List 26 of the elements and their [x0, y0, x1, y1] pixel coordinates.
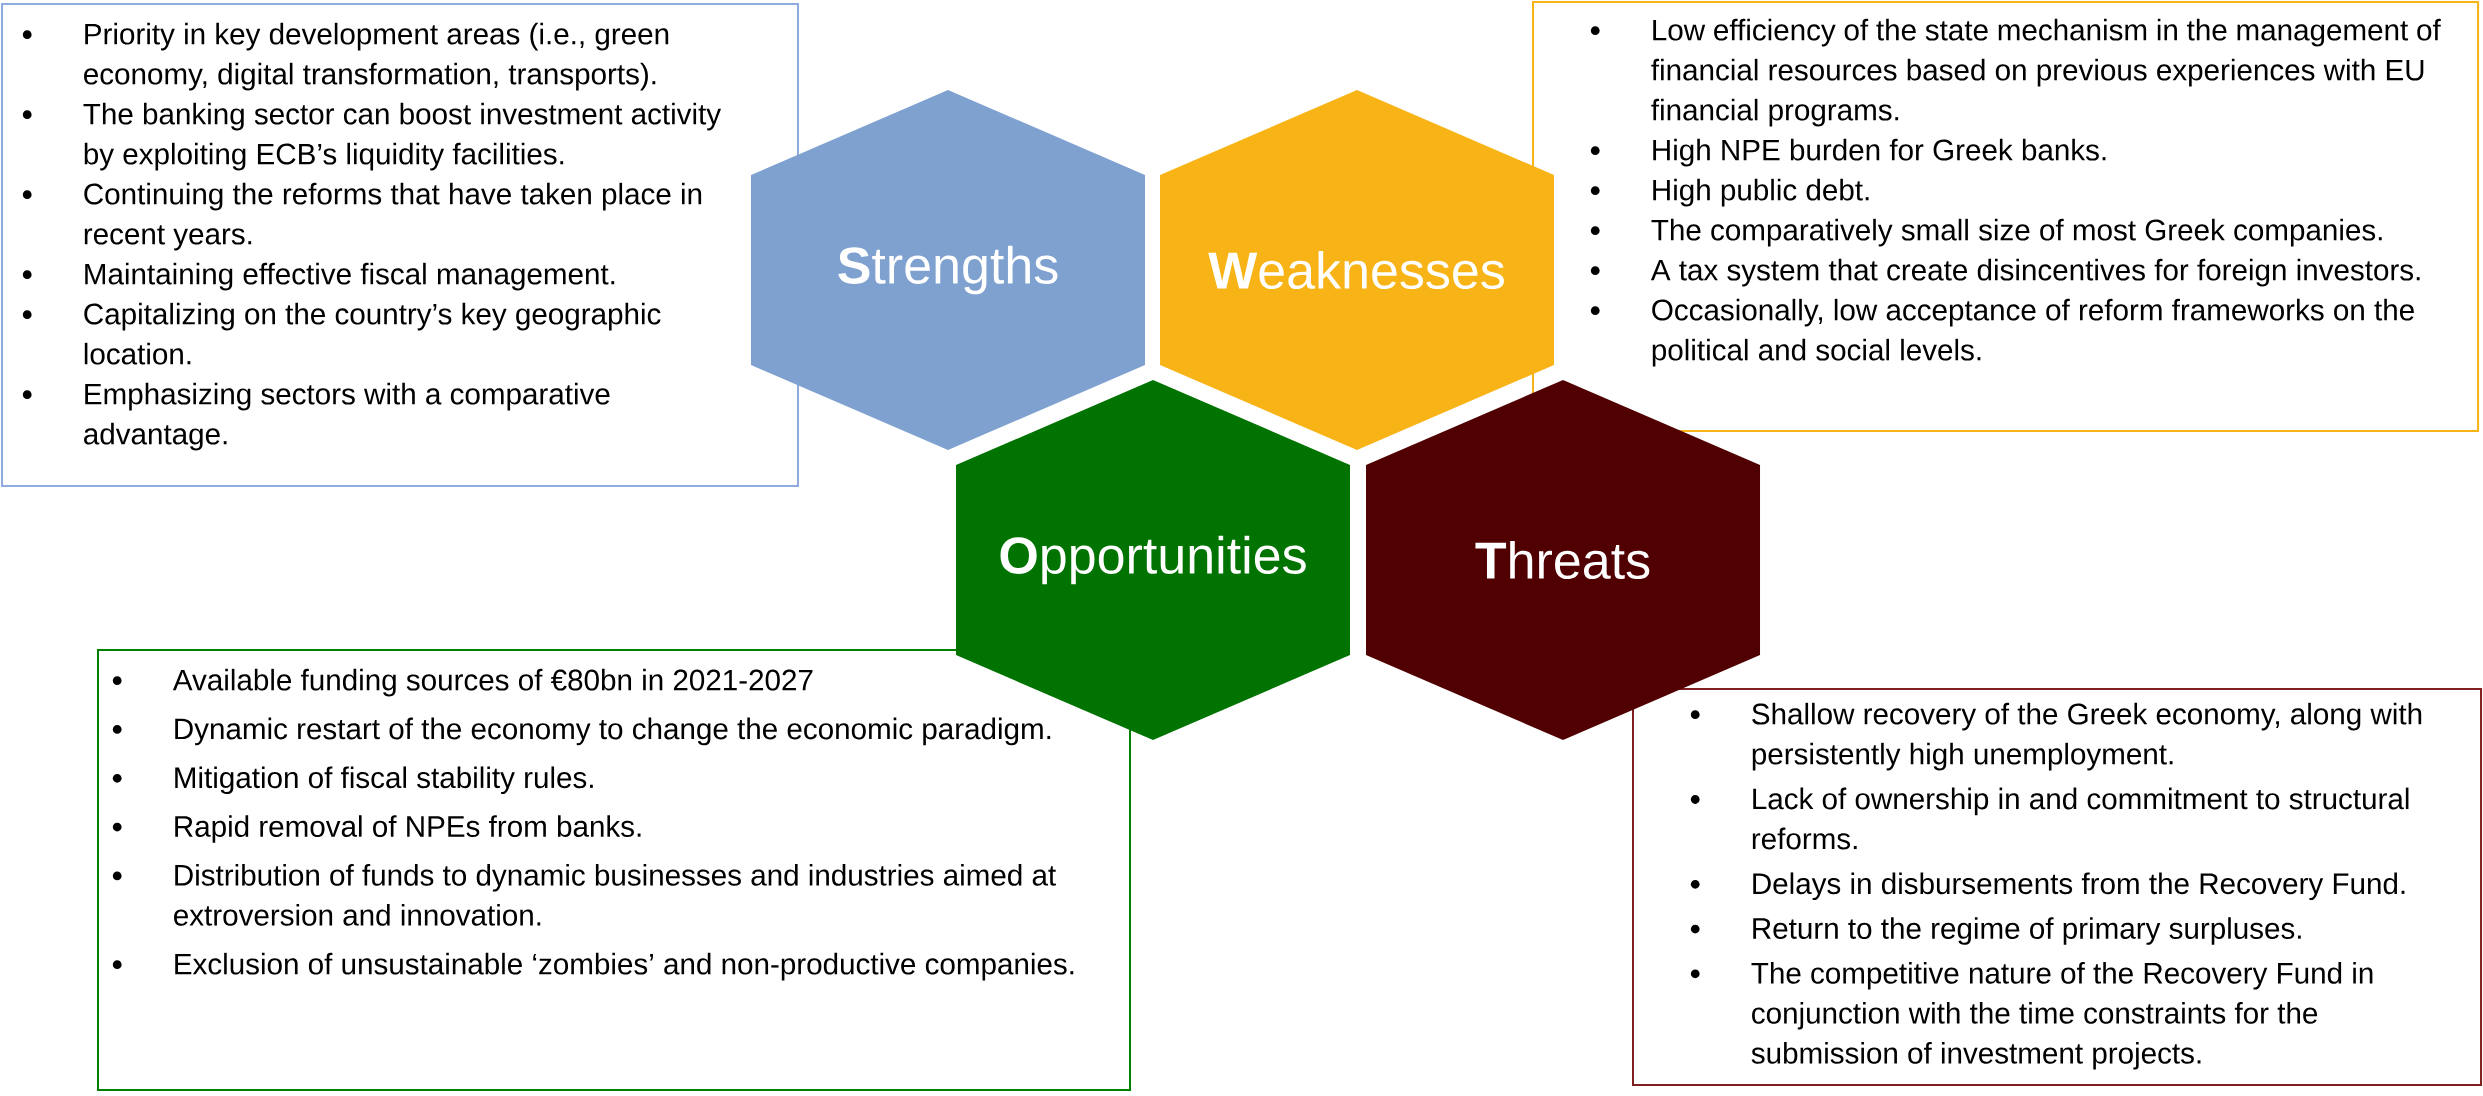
hexagon: Strengths — [751, 90, 1145, 451]
bullet-text: Maintaining effective fiscal management. — [85, 262, 615, 291]
bullet-text: Emphasizing sectors with a comparative advantage. — [84, 382, 610, 451]
bullet-text: Return to the regime of primary surpluses. — [1753, 917, 2301, 945]
bullet-text: Exclusion of unsustainable ‘zombies’ and non-productive companies. — [175, 952, 1074, 981]
text-box — [97, 649, 1131, 1092]
bullet-text: High NPE burden for Greek banks. — [1653, 138, 2106, 167]
bullet-text: Low efficiency of the state mechanism in the management of financial resources based on previous experiences with EU financial programs. — [1651, 18, 2441, 127]
bullet-text: Capitalizing on the country’s key geographic location. — [84, 302, 661, 365]
bullet-text: Distribution of funds to dynamic businesses and industries aimed at extroversion and innovation. — [174, 864, 1056, 926]
bullet-text: Delays in disbursements from the Recovery Fund. — [1753, 872, 2405, 900]
bullet-text: Rapid removal of NPEs from banks. — [175, 815, 641, 843]
bullet-text: A tax system that create disincentives for foreign investors. — [1650, 258, 2420, 287]
bullet-text: Available funding sources of €80bn in 2021-2027 — [172, 668, 813, 697]
bullet-text: Continuing the reforms that have taken place in recent years. — [84, 182, 702, 251]
bullet-text: Occasionally, low acceptance of reform frameworks on the political and social levels. — [1652, 298, 2414, 367]
bullet-text: Priority in key development areas (i.e., green economy, digital transformation, transports). — [84, 22, 669, 91]
text-box — [1, 3, 799, 487]
bullet-text: Lack of ownership in and commitment to structural reforms. — [1752, 787, 2409, 850]
bullet-text: The banking sector can boost investment activity by exploiting ECB’s liquidity facilities. — [83, 102, 722, 171]
bullet-text: Mitigation of fiscal stability rules. — [175, 766, 593, 794]
bullet-text: The competitive nature of the Recovery Fund in conjunction with the time constraints for the submission of investment projects. — [1751, 962, 2373, 1070]
hexagon: Weaknesses — [1160, 90, 1555, 451]
bullet-text: The comparatively small size of most Greek companies. — [1651, 218, 2382, 247]
bullet-text: High public debt. — [1653, 178, 1869, 207]
text-box — [1632, 688, 2483, 1086]
